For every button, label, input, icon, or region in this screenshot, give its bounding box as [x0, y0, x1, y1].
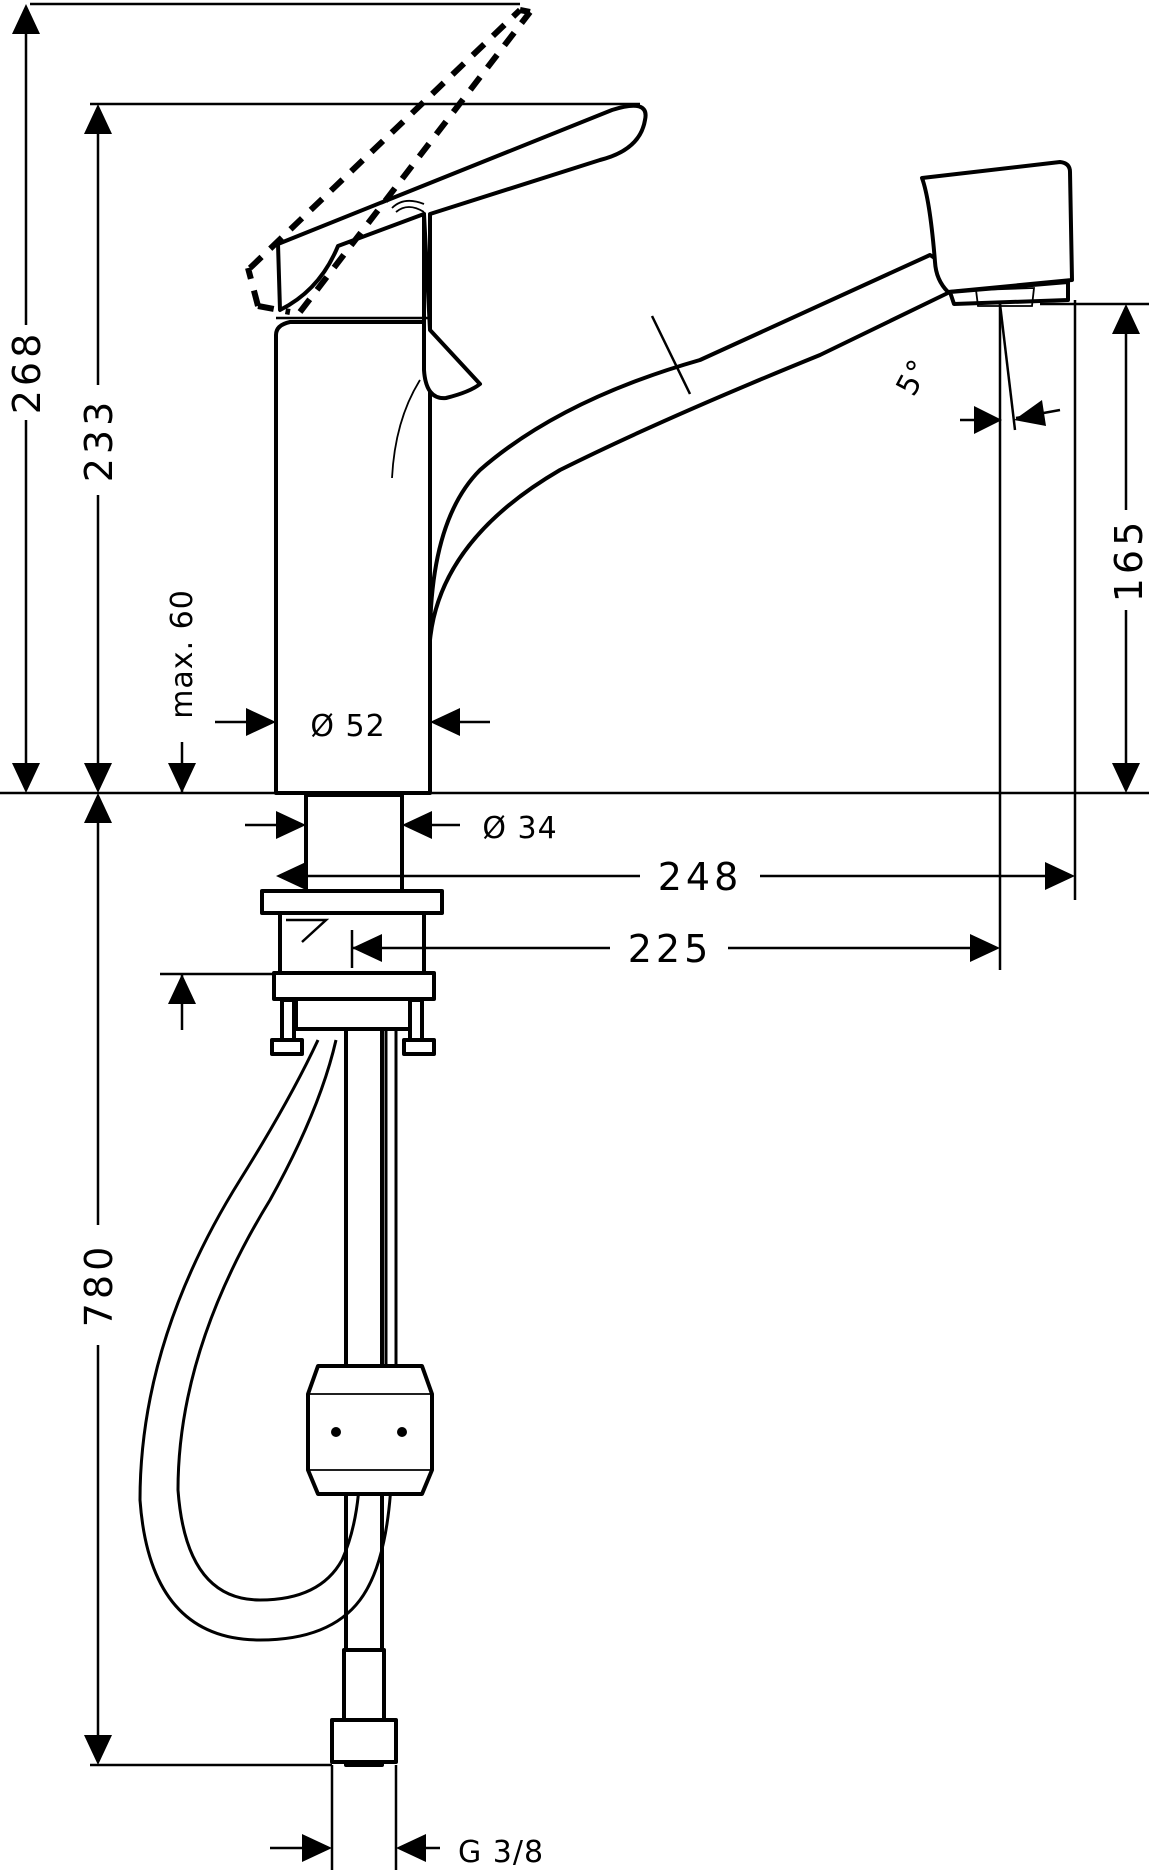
spout-joint [650, 315, 692, 395]
dim-233-arrow-bottom [84, 763, 112, 793]
spout [428, 253, 956, 642]
weight-screw-right [397, 1427, 407, 1437]
label-max60: max. 60 [165, 589, 200, 719]
lever-pivot [391, 199, 425, 209]
angle-ref-line [998, 303, 1017, 431]
label-dia52: Ø 52 [310, 709, 385, 744]
mounting-clip [286, 918, 330, 943]
nut-ring [272, 971, 436, 1001]
lever-pivot-inner [395, 206, 425, 213]
stud-nut-left [270, 1038, 304, 1056]
hose-outer [138, 1039, 394, 1642]
dim-max60-arrow-top [168, 763, 196, 793]
stud-left [280, 998, 296, 1046]
stud-right [408, 998, 424, 1046]
label-thread: G 3/8 [458, 1835, 544, 1870]
dim-thread-arrow-right [396, 1834, 426, 1862]
lock-nut [294, 997, 416, 1031]
dim-780-arrow-top [84, 793, 112, 823]
label-dia34: Ø 34 [482, 811, 557, 846]
stud-nut-right [402, 1038, 436, 1056]
pipe-crimp [342, 1648, 386, 1722]
dim-248-arrow-right [1045, 862, 1075, 890]
dim-thread-arrow-left [302, 1834, 332, 1862]
hose-weight [306, 1364, 434, 1496]
nozzle-aerator [974, 287, 1036, 307]
lever-base [422, 212, 482, 401]
label-248: 248 [658, 855, 743, 899]
dim-34-arrow-right [402, 811, 432, 839]
dim-5-arrow-right [1014, 400, 1046, 426]
dim-34-arrow-left [276, 811, 306, 839]
weight-screw-left [331, 1427, 341, 1437]
body-curve-line [391, 379, 421, 479]
spout-head [920, 160, 1074, 294]
faucet-outline [138, 7, 1074, 1767]
spout-nozzle [948, 280, 1070, 306]
dim-165-arrow-bottom [1112, 763, 1140, 793]
dim-780-arrow-bottom [84, 1735, 112, 1765]
pipe-fitting-nut [330, 1718, 398, 1764]
dim-233-arrow-top [84, 104, 112, 134]
dim-5-arrow-left [974, 406, 1002, 434]
dim-165-arrow-top [1112, 304, 1140, 334]
dim-268-arrow-bottom [12, 763, 40, 793]
mounting-plate [260, 889, 444, 915]
dim-225-arrow-right [970, 934, 1000, 962]
faucet-body [274, 320, 432, 795]
label-225: 225 [628, 927, 713, 971]
hose-inner [176, 1039, 362, 1602]
dim-225-arrow-left [352, 934, 382, 962]
label-780: 780 [77, 1243, 121, 1328]
dimension-lines [12, 4, 1140, 1862]
label-165: 165 [1107, 518, 1149, 603]
dim-248-arrow-left [276, 862, 306, 890]
label-angle-5: 5° [890, 353, 938, 401]
label-233: 233 [77, 398, 121, 483]
label-268: 268 [5, 330, 49, 415]
dim-52-arrow-left [246, 708, 276, 736]
dim-max60-arrow-bottom [168, 974, 196, 1004]
dim-268-arrow-top [12, 4, 40, 34]
dimension-labels: 268 233 max. 60 Ø 52 Ø 34 248 225 165 5°… [5, 330, 1149, 1870]
dim-52-arrow-right [430, 708, 460, 736]
